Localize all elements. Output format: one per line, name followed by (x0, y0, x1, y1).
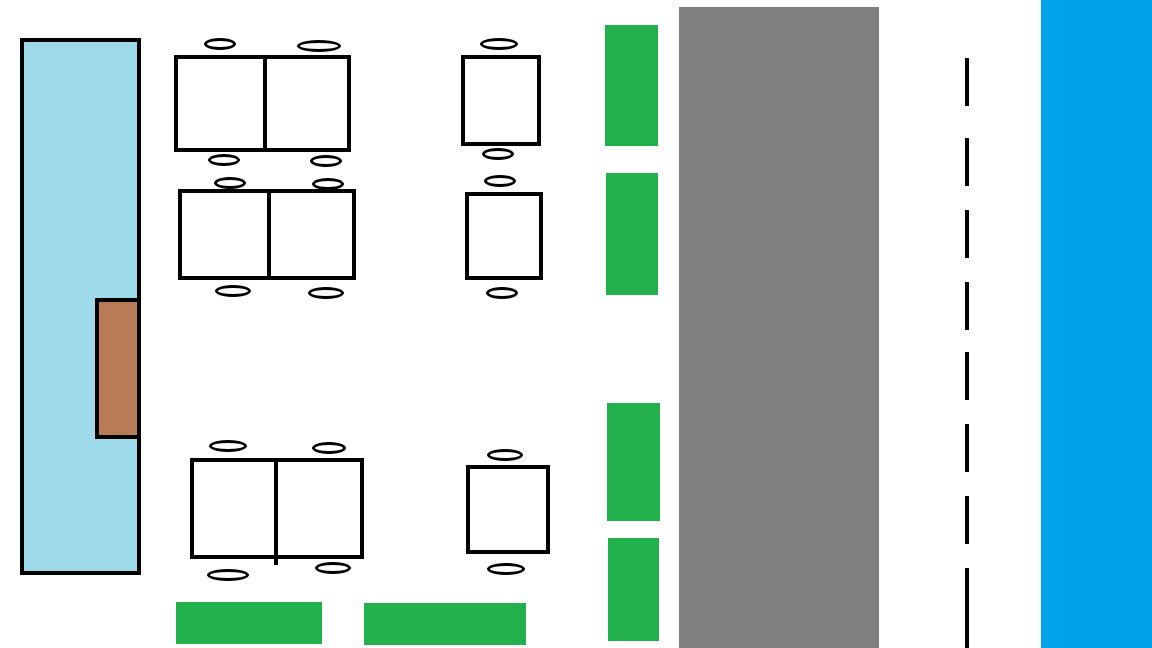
chair (486, 287, 518, 299)
lane-marking-dash (965, 424, 969, 472)
door (95, 298, 141, 439)
lane-marking-dash (965, 58, 969, 106)
chair (480, 38, 518, 50)
table-divider (263, 59, 267, 148)
single-table-row2 (465, 192, 543, 280)
planter (608, 538, 659, 641)
lane-marking-dash (965, 616, 969, 648)
planter (364, 603, 526, 645)
planter (176, 602, 322, 644)
chair (207, 569, 249, 581)
single-table-row1 (461, 55, 541, 146)
chair (484, 175, 516, 187)
chair (487, 563, 525, 575)
single-table-row3 (466, 465, 550, 554)
planter (606, 173, 658, 295)
chair (487, 449, 523, 461)
chair (482, 148, 514, 160)
road (679, 7, 879, 648)
chair (308, 287, 344, 299)
chair (315, 562, 351, 574)
chair (312, 178, 344, 190)
planter (605, 25, 658, 146)
table-divider (267, 193, 271, 276)
double-table-row1 (174, 55, 351, 152)
lane-marking-dash (965, 496, 969, 544)
chair (209, 440, 247, 452)
chair (208, 154, 240, 166)
chair (297, 40, 341, 52)
lane-marking-dash (965, 282, 969, 330)
chair (204, 38, 236, 50)
lane-marking-dash (965, 352, 969, 400)
chair (310, 155, 342, 167)
planter (607, 403, 660, 521)
chair (214, 177, 246, 189)
chair (215, 285, 251, 297)
chair (312, 442, 346, 454)
water (1041, 0, 1152, 648)
double-table-row3 (190, 458, 364, 565)
lane-marking-dash (965, 210, 969, 258)
table-divider (274, 462, 278, 565)
double-table-row2 (178, 189, 356, 280)
lane-marking-dash (965, 138, 969, 186)
lane-marking-dash (965, 568, 969, 616)
